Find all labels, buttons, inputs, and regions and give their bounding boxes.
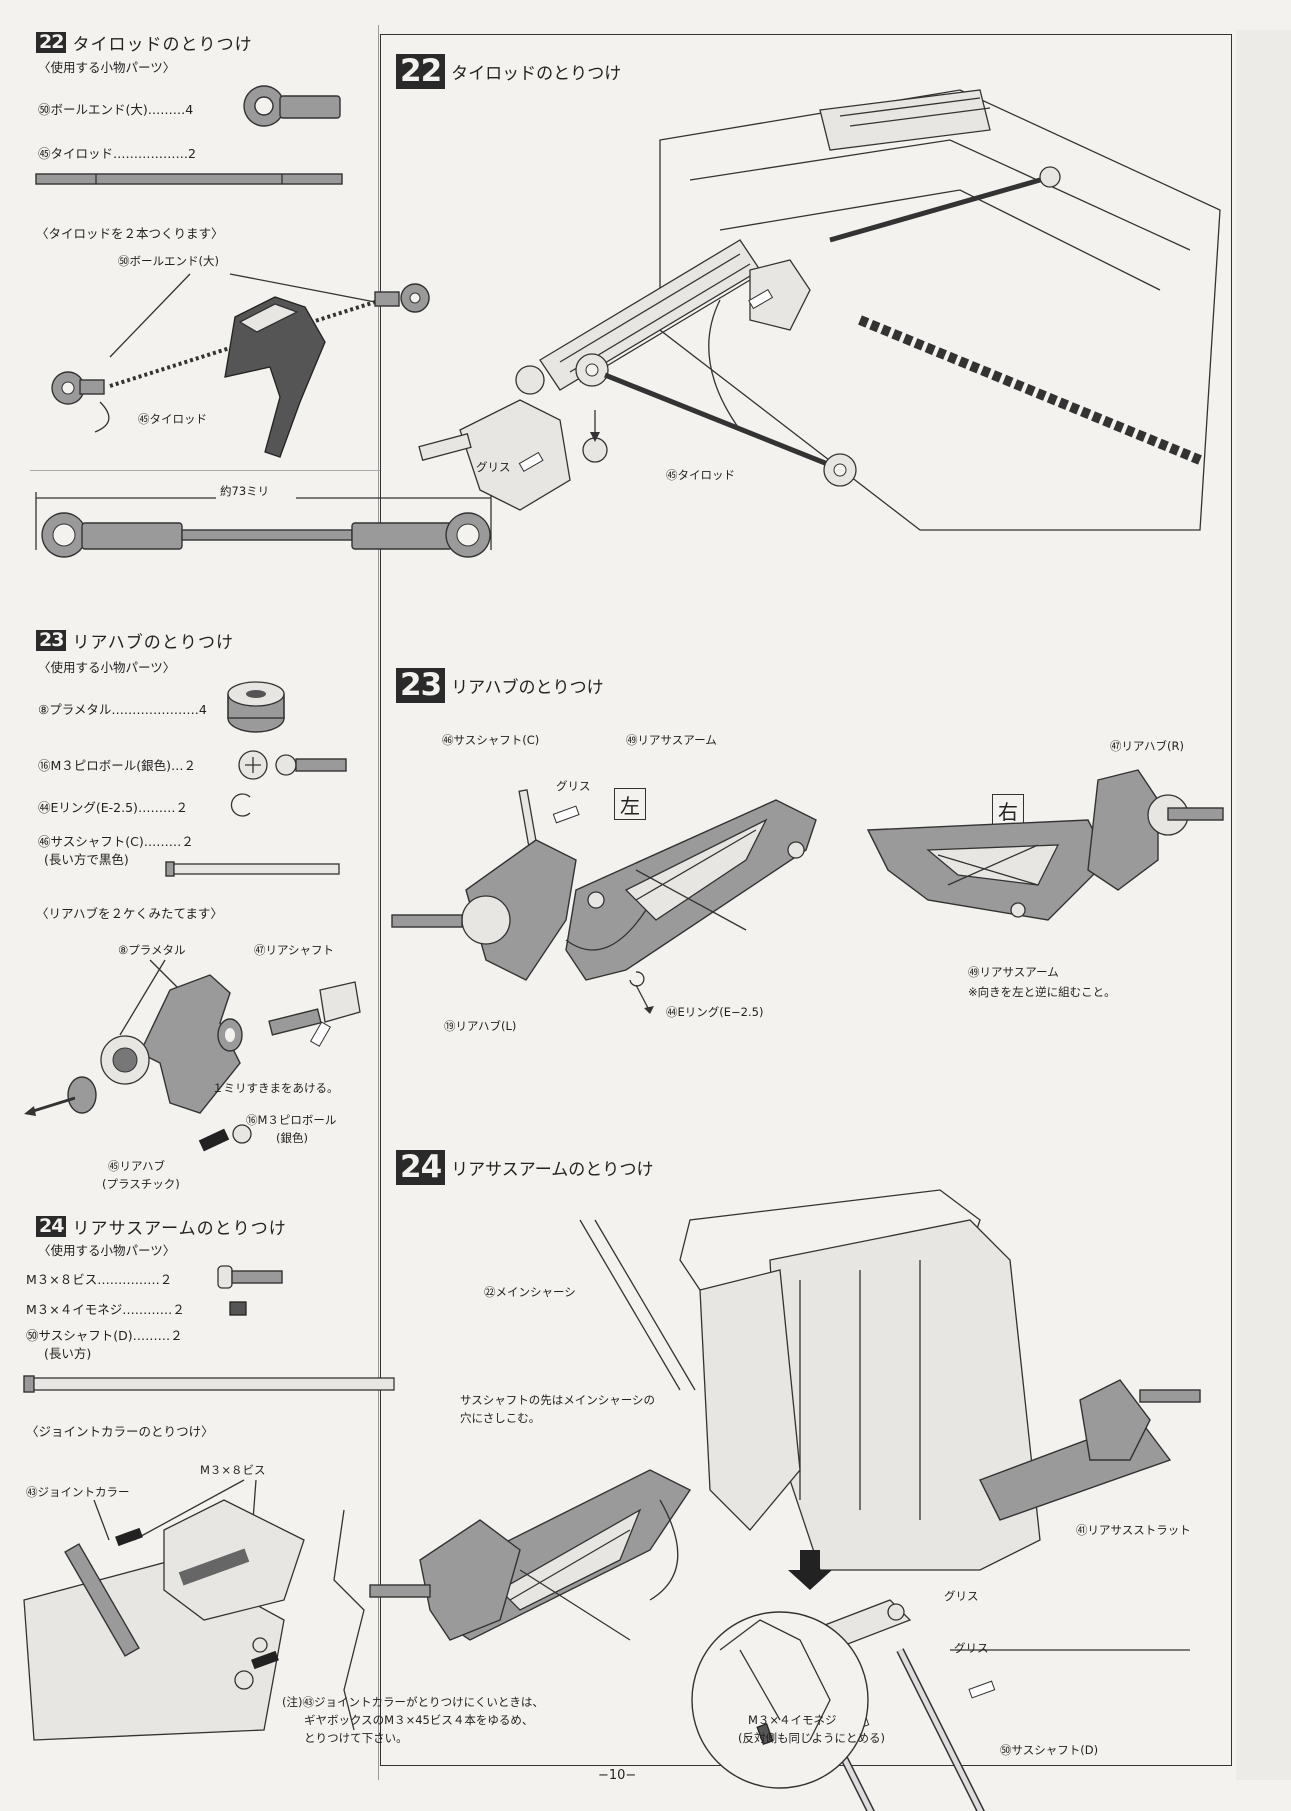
m3x8-screw-icon: [217, 1265, 283, 1289]
step22-label-ball-end: ㊿ボールエンド(大): [118, 254, 219, 268]
page-number: −10−: [598, 1768, 637, 1783]
step22-make-header: 〈タイロッドを２本つくります〉: [36, 226, 224, 241]
step24-number: 24: [36, 1216, 67, 1237]
step22-main-grease: グリス: [476, 460, 511, 474]
step24-main-grease-1: グリス: [944, 1589, 979, 1603]
step23-label-pillow: ⑯M３ピロボール: [246, 1113, 337, 1127]
rear-hub-assembly-illustration: [24, 959, 361, 1116]
step24-main-title: リアサスアームのとりつけ: [451, 1160, 654, 1180]
step24-note-line2: ギヤボックスのM３×45ビス４本をゆるめ、: [304, 1713, 534, 1727]
step23-header: 23 リアハブのとりつけ: [36, 628, 234, 653]
step23-label-rear-shaft: ㊼リアシャフト: [254, 943, 335, 957]
step23-main-number: 23: [396, 668, 446, 703]
step23-main-label-ering: ㊹Eリング(E−2.5): [666, 1005, 764, 1019]
step22-number: 22: [36, 32, 67, 53]
step22-main-label-tie-rod: ㊺タイロッド: [666, 468, 735, 482]
step24-main-label-grub1: M３×４イモネジ: [748, 1713, 837, 1727]
tie-rod-length-diagram: [35, 492, 492, 558]
e-ring-icon: [230, 793, 251, 817]
step23-main-label-arm: ㊾リアサスアーム: [626, 733, 717, 747]
step24-main-label-chassis: ㉒メインシャーシ: [484, 1285, 576, 1299]
step23-label-hub-note: (プラスチック): [102, 1177, 180, 1191]
step24-title: リアサスアームのとりつけ: [72, 1219, 287, 1239]
step24-joint-header: 〈ジョイントカラーのとりつけ〉: [26, 1424, 214, 1439]
step23-main-note: ※向きを左と逆に組むこと。: [968, 985, 1116, 999]
step23-main-label-arm-r: ㊾リアサスアーム: [968, 965, 1059, 979]
step23-main-label-hub-l: ⑲リアハブ(L): [444, 1019, 517, 1033]
step23-main-title: リアハブのとりつけ: [451, 678, 604, 698]
step23-part-plametal: ⑧プラメタル…………………4: [38, 702, 207, 717]
tie-rod-assembly-illustration: [51, 273, 430, 458]
step24-parts-header: 〈使用する小物パーツ〉: [38, 1243, 176, 1258]
step23-main-grease: グリス: [556, 779, 591, 793]
step22-separator: [30, 470, 380, 471]
step24-main-number: 24: [396, 1150, 446, 1185]
step24-part-shaft-d-note: (長い方): [44, 1346, 92, 1361]
step23-parts-header: 〈使用する小物パーツ〉: [38, 660, 176, 675]
steering-assembly-illustration: [418, 89, 1221, 531]
step23-title: リアハブのとりつけ: [72, 633, 234, 653]
step24-main-label-grub2: (反対側も同じようにとめる): [738, 1731, 885, 1745]
step24-label-m3x8: M３×８ビス: [200, 1463, 266, 1477]
pillow-ball-icon: [238, 750, 347, 780]
step23-label-pillow-color: (銀色): [276, 1131, 308, 1145]
step24-label-joint: ㊸ジョイントカラー: [26, 1485, 130, 1499]
step22-main-title: タイロッドのとりつけ: [451, 64, 622, 84]
step22-part-tie-rod: ㊺タイロッド………………2: [38, 146, 196, 161]
step23-part-pillow: ⑯M３ピロボール(銀色)…２: [38, 758, 197, 773]
rear-arm-mounting-illustration: [369, 1189, 1201, 1811]
adjacent-page-bleed: [1236, 30, 1291, 1780]
grub-screw-icon: [229, 1301, 247, 1316]
ball-end-icon: [243, 85, 341, 127]
step22-header: 22 タイロッドのとりつけ: [36, 30, 253, 55]
step24-note-line3: とりつけて下さい。: [304, 1731, 408, 1745]
step23-make-header: 〈リアハブを２ケくみたてます〉: [36, 906, 223, 921]
step23-part-shaft-c: ㊻サスシャフト(C)………２: [38, 834, 194, 849]
sus-shaft-c-icon: [165, 861, 340, 877]
rear-hub-right-illustration: [866, 769, 1224, 921]
step23-part-ering: ㊹Eリング(E-2.5)………２: [38, 800, 188, 815]
step22-main-number: 22: [396, 54, 446, 89]
sus-shaft-d-icon: [23, 1375, 395, 1393]
step24-note-line1: (注)㊸ジョイントカラーがとりつけにくいときは、: [282, 1695, 544, 1709]
tie-rod-icon: [35, 173, 343, 185]
step23-main-label-hub-r: ㊼リアハブ(R): [1110, 739, 1185, 753]
plametal-icon: [227, 681, 285, 733]
step22-parts-header: 〈使用する小物パーツ〉: [38, 60, 176, 75]
step24-main-label-strut: ㊶リアサスストラット: [1076, 1523, 1191, 1537]
step22-title: タイロッドのとりつけ: [72, 35, 253, 55]
left-side-box: 左: [614, 788, 646, 820]
step22-part-ball-end: ㊿ボールエンド(大)………4: [38, 102, 194, 117]
step24-header: 24 リアサスアームのとりつけ: [36, 1214, 287, 1239]
step22-length-label: 約73ミリ: [220, 484, 270, 498]
step24-main-grease-2: グリス: [954, 1641, 989, 1655]
step23-label-plametal: ⑧プラメタル: [118, 943, 186, 957]
step22-label-tie-rod: ㊺タイロッド: [138, 412, 207, 426]
step23-number: 23: [36, 630, 67, 651]
step23-part-shaft-c-note: (長い方で黒色): [44, 852, 129, 867]
step22-main-header: 22 タイロッドのとりつけ: [396, 54, 621, 89]
step23-label-hub: ㊺リアハブ: [108, 1159, 166, 1173]
joint-collar-illustration: [23, 1479, 365, 1741]
step23-main-label-shaft-c: ㊻サスシャフト(C): [442, 733, 540, 747]
step24-main-label-insert2: 穴にさしこむ。: [460, 1411, 541, 1425]
step23-label-gap: １ミリすきまをあける。: [212, 1081, 339, 1095]
step24-part-m3x4: M３×４イモネジ…………２: [26, 1302, 185, 1317]
column-divider: [378, 25, 379, 1780]
step23-main-header: 23 リアハブのとりつけ: [396, 668, 604, 703]
step24-main-header: 24 リアサスアームのとりつけ: [396, 1150, 653, 1185]
step24-main-label-insert1: サスシャフトの先はメインシャーシの: [460, 1393, 656, 1407]
step24-part-shaft-d: ㊿サスシャフト(D)………２: [26, 1328, 183, 1343]
lock-screw-icon: [198, 1124, 252, 1152]
step24-main-label-shaft-d: ㊿サスシャフト(D): [1000, 1743, 1099, 1757]
rear-hub-left-illustration: [391, 789, 817, 1014]
step24-part-m3x8: M３×８ビス……………２: [26, 1272, 173, 1287]
